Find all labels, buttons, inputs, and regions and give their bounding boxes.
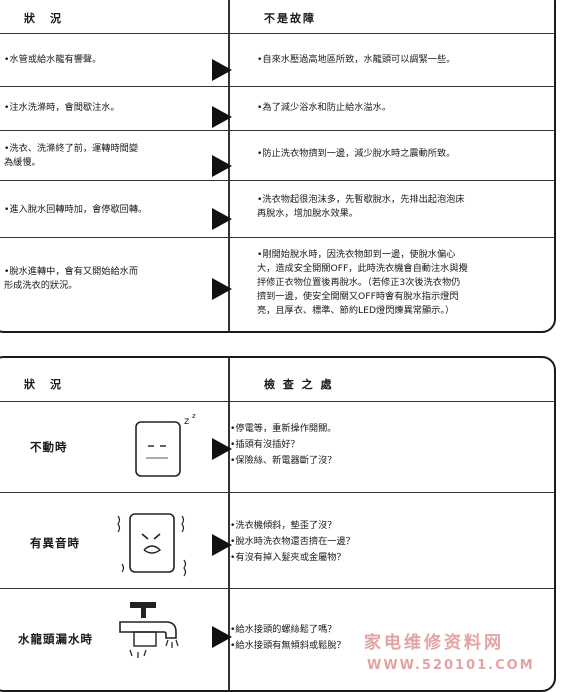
row-divider bbox=[0, 237, 554, 239]
header-check-points: 檢 查 之 處 bbox=[264, 378, 334, 391]
header-status: 狀 況 bbox=[24, 378, 63, 391]
row4-explanation: •洗衣物起很泡沫多，先暫歇脫水，先排出起泡泡床 再脫水，增加脫水效果。 bbox=[257, 194, 465, 219]
row-divider bbox=[0, 492, 554, 494]
row2-explanation: •為了減少浴水和防止給水溢水。 bbox=[257, 102, 392, 113]
arrow-icon bbox=[212, 208, 232, 230]
arrow-icon bbox=[212, 155, 232, 177]
normal-phenomena-table: 狀 況 不是故障 •水管或給水龍有響聲。 •自來水壓過高地區所致，水龍頭可以調緊… bbox=[0, 0, 556, 333]
row5-explanation: •剛開始脫水時，因洗衣物卸到一邊，使脫水偏心 大，造成安全開關OFF，此時洗衣機… bbox=[257, 249, 468, 316]
row3-check: •給水接頭的螺絲鬆了嗎？ •給水接頭有無傾斜或鬆脫？ bbox=[230, 624, 346, 651]
column-divider bbox=[228, 358, 230, 690]
row2-status: •注水洗滌時，會間歇注水。 bbox=[4, 102, 120, 113]
row-divider bbox=[0, 180, 554, 182]
faucet-leaking-icon bbox=[119, 602, 179, 658]
watermark-chinese: 家电维修资料网 bbox=[364, 633, 504, 653]
header-status: 狀 況 bbox=[24, 12, 63, 25]
row1-status: •水管或給水龍有響聲。 bbox=[4, 54, 102, 65]
row2-status: 有異音時 bbox=[30, 536, 80, 550]
arrow-icon bbox=[212, 278, 232, 300]
washer-noisy-icon bbox=[117, 513, 187, 577]
header-divider bbox=[0, 33, 554, 35]
arrow-icon bbox=[212, 626, 232, 648]
arrow-icon bbox=[212, 534, 232, 556]
arrow-icon bbox=[212, 438, 232, 460]
row5-status: •脫水進轉中，會有又開始給水而 形成洗衣的狀況。 bbox=[4, 266, 139, 291]
row3-explanation: •防止洗衣物擠到一邊，減少脫水時之震動所致。 bbox=[257, 148, 456, 159]
row4-status: •進入脫水回轉時加，會停歇回轉。 bbox=[4, 204, 148, 215]
row3-status: 水龍頭漏水時 bbox=[18, 632, 93, 646]
row-divider bbox=[0, 588, 554, 590]
watermark-url: WWW.520101.COM bbox=[367, 658, 535, 673]
row-divider bbox=[0, 86, 554, 88]
arrow-icon bbox=[212, 106, 232, 128]
row2-check: •洗衣機傾斜，墊歪了沒？ •脫水時洗衣物還否擠在一邊？ •有沒有掉入髮夾或金屬物… bbox=[230, 520, 355, 563]
row1-status: 不動時 bbox=[30, 440, 68, 454]
svg-text:z: z bbox=[192, 412, 196, 420]
header-not-fault: 不是故障 bbox=[264, 12, 316, 25]
arrow-icon bbox=[212, 59, 232, 81]
row-divider bbox=[0, 130, 554, 132]
washer-stopped-icon: z z bbox=[135, 412, 196, 477]
troubleshooting-table: 狀 況 檢 查 之 處 不動時 •停電等，重新操作開關。 •插頭有沒插好？ •保… bbox=[0, 356, 556, 692]
header-divider bbox=[0, 401, 554, 403]
row3-status: •洗衣、洗滌終了前，運轉時間變 為緩慢。 bbox=[4, 143, 139, 168]
svg-text:z: z bbox=[184, 416, 189, 427]
row1-explanation: •自來水壓過高地區所致，水龍頭可以調緊一些。 bbox=[257, 54, 456, 65]
row1-check: •停電等，重新操作開關。 •插頭有沒插好？ •保險絲、新電器斷了沒？ bbox=[230, 423, 337, 466]
